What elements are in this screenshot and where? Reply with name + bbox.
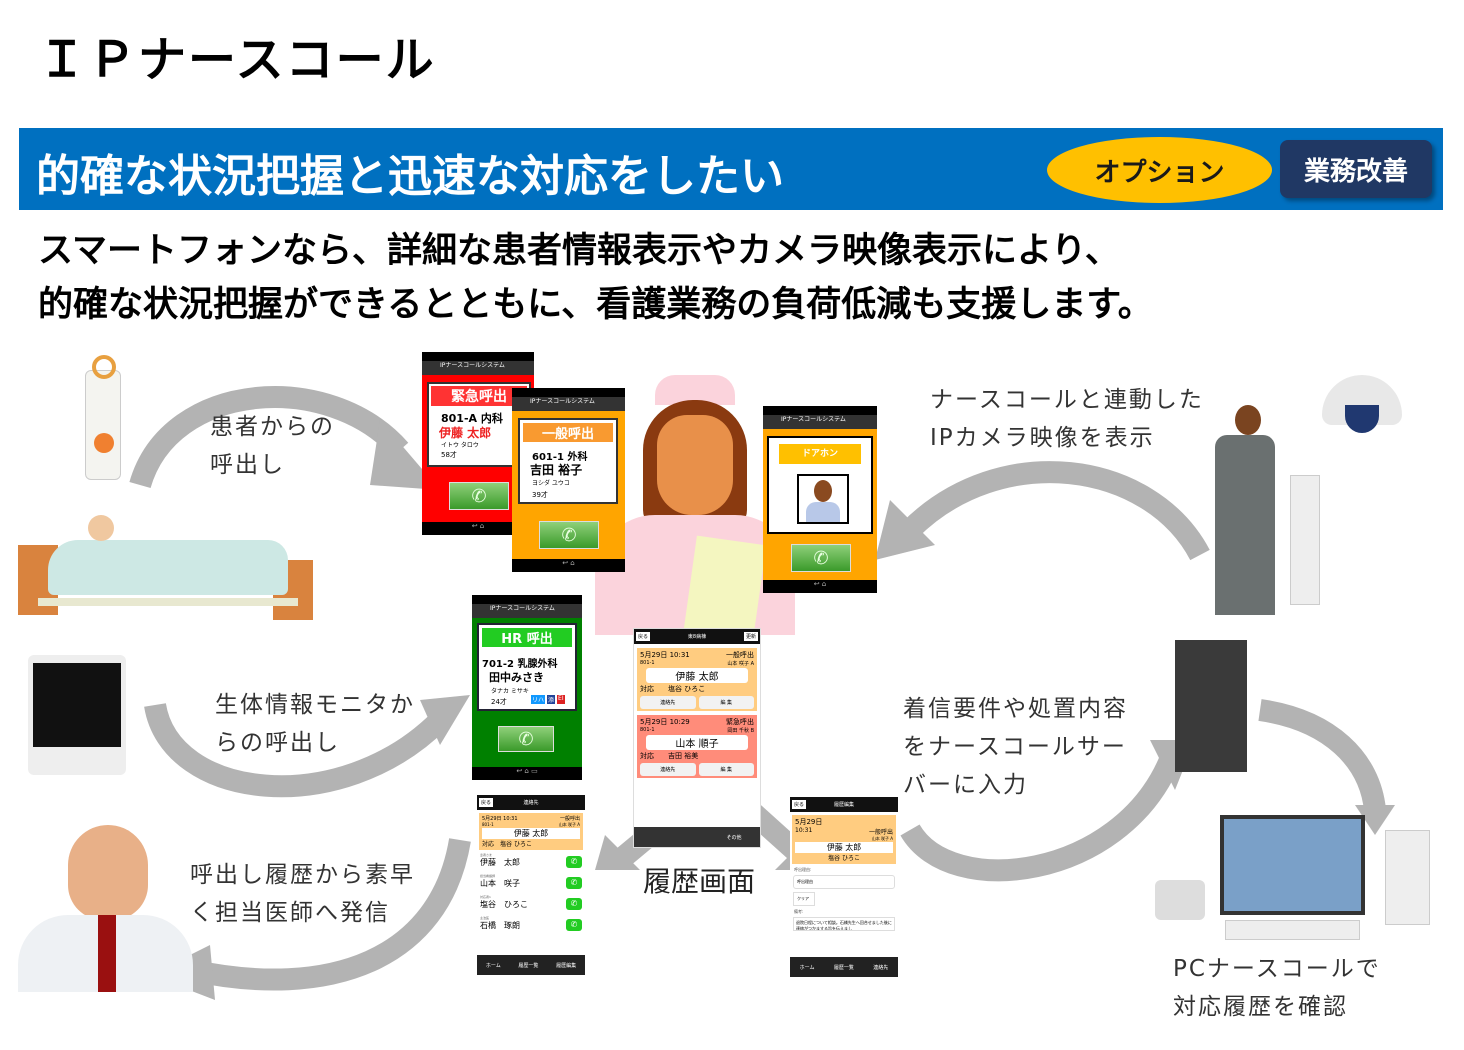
contact-button[interactable]: 連絡先: [640, 763, 696, 776]
arrow-camera: [902, 461, 1210, 561]
screen-title: 連絡先: [523, 800, 539, 806]
phone-call-icon[interactable]: ✆: [566, 856, 582, 868]
patient-kana: イトウ タロウ: [441, 442, 479, 449]
room: 801-A 内科: [441, 412, 503, 425]
camera-operator-illustration: [1210, 375, 1460, 615]
answer-call-button[interactable]: ✆: [449, 482, 509, 510]
arrow-patient-call: [129, 386, 409, 489]
nav-home[interactable]: ホーム: [799, 964, 815, 971]
back-button[interactable]: 戻る: [636, 632, 651, 641]
label-monitor-call: 生体情報モニタからの呼出し: [215, 692, 415, 756]
patient-name: 伊藤 太郎: [439, 426, 492, 440]
answer-call-button[interactable]: ✆: [498, 726, 554, 752]
contact-row: 主治医石橋 琢朗 ✆: [480, 916, 582, 937]
phone-call-icon[interactable]: ✆: [566, 877, 582, 889]
nav-history-edit[interactable]: 履歴編集: [556, 962, 577, 969]
note-label: 備考:: [794, 909, 804, 914]
room: 601-1 外科: [532, 452, 588, 463]
label-history-screen: 履歴画面: [643, 865, 756, 898]
nav-home[interactable]: ホーム: [485, 962, 501, 969]
contact-name: 石橋 琢朗: [480, 921, 520, 930]
back-button[interactable]: 戻る: [479, 798, 494, 807]
other-button[interactable]: その他: [726, 834, 742, 841]
answer-call-button[interactable]: ✆: [791, 544, 851, 572]
hr-header: HR 呼出: [482, 628, 572, 647]
contact-name: 塩谷 ひろこ: [480, 900, 528, 909]
answer-call-button[interactable]: ✆: [539, 521, 599, 549]
vital-monitor-illustration: [28, 655, 126, 775]
nav-history-list[interactable]: 履歴一覧: [518, 962, 539, 969]
general-header: 一般呼出: [523, 423, 613, 442]
label-server-input: 着信要件や処置内容をナースコールサーバーに入力: [903, 696, 1128, 798]
phone-call-icon[interactable]: ✆: [566, 919, 582, 931]
patient-age: 39才: [532, 491, 548, 499]
patient-name: 田中みさき: [489, 671, 544, 684]
nav-contacts[interactable]: 連絡先: [873, 964, 889, 971]
server-illustration: [1175, 640, 1247, 772]
arrow-server-input: [900, 755, 1181, 882]
back-button[interactable]: 戻る: [792, 800, 807, 809]
nurse-call-button-illustration: [85, 355, 121, 480]
edit-button[interactable]: 編 集: [698, 763, 754, 776]
contact-role: 対応者1: [480, 895, 491, 899]
category-badge: 業務改善: [1280, 140, 1432, 198]
phone-door-camera: IPナースコールシステム ドアホン ✆ ↩ ⌂: [763, 406, 877, 593]
arrow-doctor-call: [187, 838, 471, 991]
door-header: ドアホン: [779, 444, 861, 464]
subtitle-line-1: スマートフォンなら、詳細な患者情報表示やカメラ映像表示により、: [38, 231, 1120, 271]
patient-kana: ヨシダ ユウコ: [532, 480, 570, 487]
contact-role: 主治医: [480, 916, 490, 920]
option-badge: オプション: [1047, 137, 1272, 203]
room: 701-2 乳腺外科: [482, 659, 558, 670]
label-pc: PCナースコールで対応履歴を確認: [1173, 956, 1381, 1020]
phone-general-call: IPナースコールシステム 一般呼出 601-1 外科 吉田 裕子 ヨシダ ユウコ…: [512, 388, 625, 572]
refresh-button[interactable]: 更新: [743, 632, 758, 641]
banner-text: 的確な状況把握と迅速な対応をしたい: [36, 151, 784, 202]
arrow-monitor-call: [144, 702, 448, 798]
nurse-illustration: [595, 375, 795, 640]
clear-button[interactable]: クリア: [793, 892, 815, 906]
label-patient-call: 患者からの呼出し: [210, 414, 335, 478]
screen-title: 履歴編集: [833, 802, 854, 808]
contact-row: 担当看護師山本 咲子 ✆: [480, 874, 582, 895]
arrow-pc: [1258, 699, 1386, 812]
nav-history-list[interactable]: 履歴一覧: [833, 964, 854, 971]
emergency-header: 緊急呼出: [431, 386, 527, 406]
camera-image: [797, 474, 849, 524]
pc-illustration: [1155, 815, 1435, 945]
contact-role: 担当看護師: [480, 874, 496, 878]
contact-name: 山本 咲子: [480, 879, 520, 888]
edit-button[interactable]: 編 集: [698, 696, 754, 709]
bed-illustration: [18, 515, 313, 630]
patient-age: 58才: [441, 451, 457, 459]
reason-select[interactable]: 呼出理由: [793, 875, 895, 889]
contact-name: 伊藤 太郎: [480, 858, 520, 867]
screen-title: 東8病棟: [687, 634, 707, 640]
label-doctor-call: 呼出し履歴から素早く担当医師へ発信: [190, 862, 415, 926]
contact-row: 患者さま伊藤 太郎 ✆: [480, 853, 582, 874]
contact-role: 患者さま: [480, 853, 493, 857]
patient-age: 24才: [491, 698, 507, 706]
subtitle-line-2: 的確な状況把握ができるとともに、看護業務の負荷低減も支援します。: [38, 285, 1153, 325]
phone-hr-call: IPナースコールシステム HR 呼出 701-2 乳腺外科 田中みさき タナカ …: [472, 595, 582, 780]
note-textarea[interactable]: 退院日程について相談。石橋先生へ回合せました後に連絡がつかまする旨を伝えまし: [793, 917, 895, 931]
reason-label: 呼出理由:: [794, 867, 812, 872]
patient-name: 吉田 裕子: [530, 463, 583, 477]
patient-kana: タナカ ミサキ: [491, 688, 529, 695]
contact-button[interactable]: 連絡先: [640, 696, 696, 709]
page-title: ＩＰナースコール: [38, 32, 436, 88]
doctor-illustration: [18, 820, 193, 992]
phone-call-icon[interactable]: ✆: [566, 898, 582, 910]
